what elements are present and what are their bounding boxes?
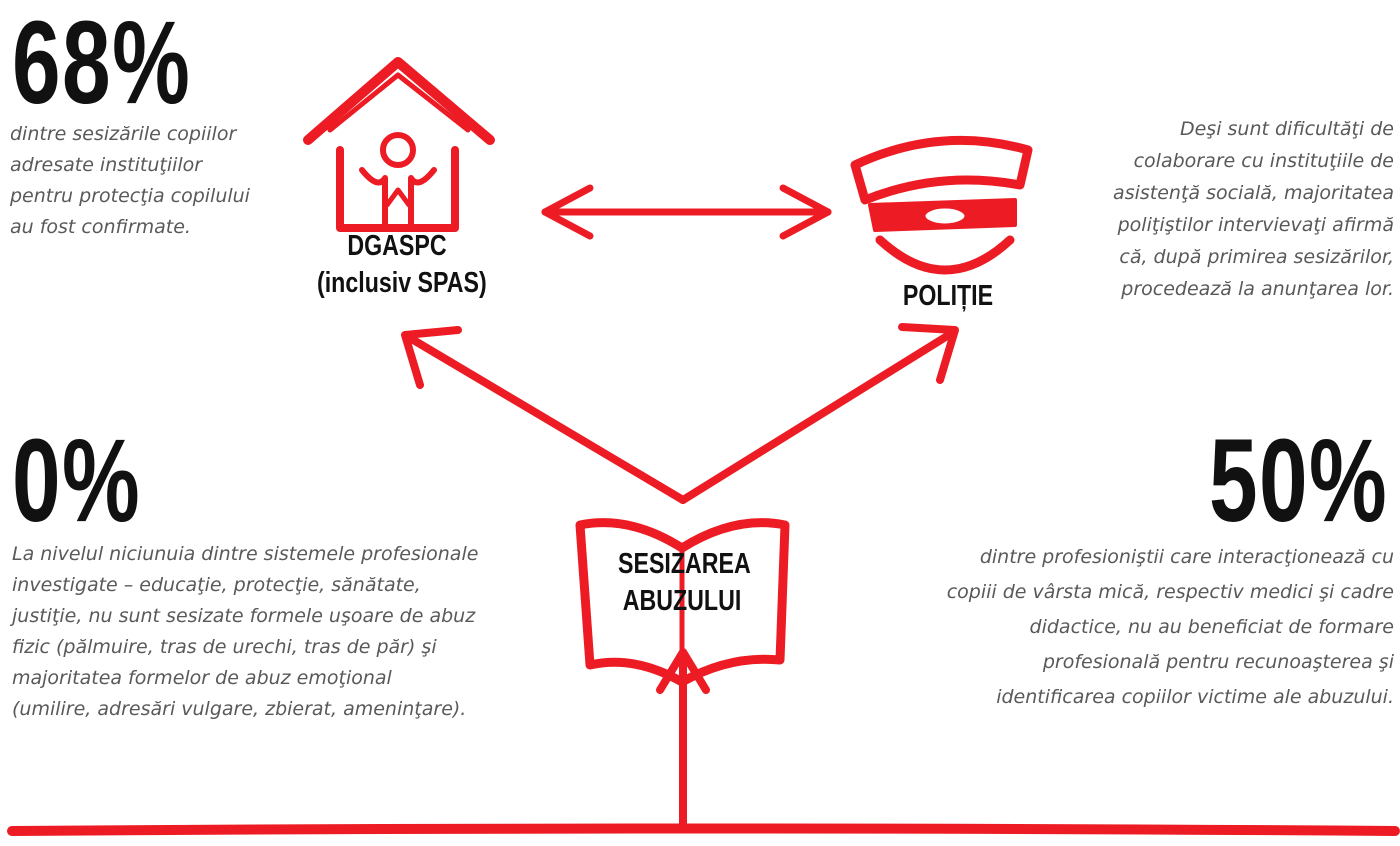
house-child-icon: [303, 57, 495, 232]
text-line: fizic (pălmuire, tras de urechi, tras de…: [12, 636, 437, 658]
text-line: copiii de vârsta mică, respectiv medici …: [946, 581, 1394, 603]
text-line: adresate instituţiilor: [10, 154, 203, 176]
text-line: au fost confirmate.: [10, 216, 191, 238]
label-line: DGASPC: [347, 230, 447, 262]
text-line: Deşi sunt dificultăţi de: [1179, 118, 1394, 140]
text-line: colaborare cu instituţiile de: [1133, 150, 1394, 172]
stat-value-68: 68%: [12, 0, 192, 129]
text-line: (umilire, adresări vulgare, zbierat, ame…: [12, 698, 467, 720]
stat-desc-top-right: Deşi sunt dificultăţi de colaborare cu i…: [1113, 113, 1394, 305]
double-arrow-dgaspc-politie: [541, 184, 832, 240]
text-line: identificarea copiilor victime ale abuzu…: [996, 686, 1394, 708]
label-line: SESIZAREA: [618, 548, 751, 580]
text-line: dintre profesioniştii care interacţionea…: [979, 546, 1394, 568]
text-line: dintre sesizările copiilor: [10, 123, 237, 145]
arrow-up-to-sesizare: [656, 648, 710, 832]
label-line: POLIȚIE: [902, 280, 994, 312]
text-line: didactice, nu au beneficiat de formare: [1029, 616, 1394, 638]
stat-value-0: 0%: [12, 415, 142, 547]
text-line: majoritatea formelor de abuz emoţional: [12, 667, 392, 689]
baseline-bar: [7, 823, 1400, 836]
stat-value-50: 50%: [1208, 415, 1388, 547]
text-line: investigate – educaţie, protecţie, sănăt…: [12, 574, 421, 596]
stat-desc-top-left: dintre sesizările copiilor adresate inst…: [10, 119, 250, 243]
label-line: ABUZULUI: [622, 585, 742, 617]
node-politie-label: POLIȚIE: [884, 278, 1012, 315]
text-line: poliţiştilor intervievaţi afirmă: [1117, 214, 1394, 236]
text-line: justiţie, nu sunt sesizate formele uşoar…: [12, 605, 476, 627]
police-cap-icon: [850, 135, 1033, 275]
stat-desc-bottom-left: La nivelul niciunuia dintre sistemele pr…: [12, 539, 478, 725]
text-line: profesională pentru recunoaşterea şi: [1042, 651, 1394, 673]
node-dgaspc-label: DGASPC (inclusiv SPAS): [317, 228, 487, 302]
label-line: (inclusiv SPAS): [317, 267, 487, 299]
stat-desc-bottom-right: dintre profesioniştii care interacţionea…: [947, 540, 1394, 715]
arrows-from-sesizare: [401, 323, 959, 504]
text-line: asistenţă socială, majoritatea: [1113, 182, 1394, 204]
text-line: procedează la anunţarea lor.: [1121, 278, 1394, 300]
node-sesizare-label: SESIZAREA ABUZULUI: [618, 546, 751, 620]
text-line: că, după primirea sesizărilor,: [1119, 246, 1394, 268]
text-line: pentru protecţia copilului: [10, 185, 250, 207]
text-line: La nivelul niciunuia dintre sistemele pr…: [12, 543, 479, 565]
